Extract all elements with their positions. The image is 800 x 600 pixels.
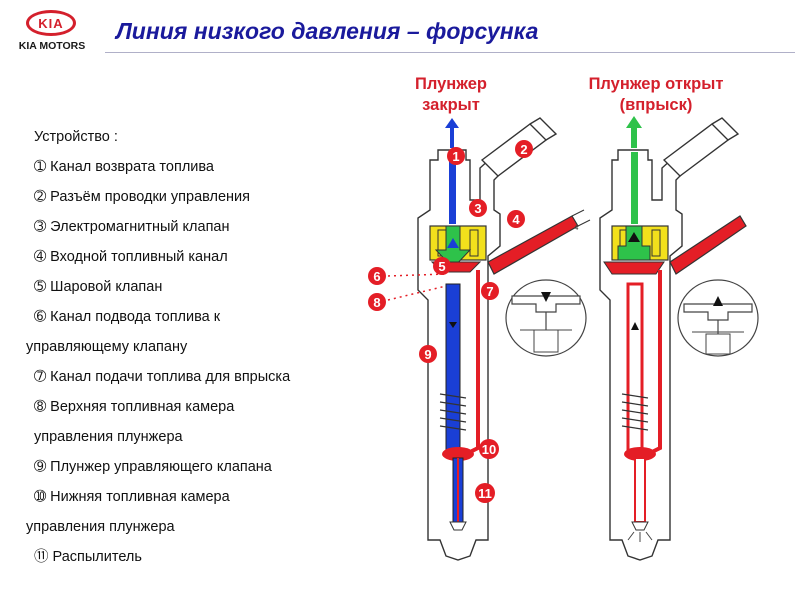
- legend-item: ➄ Шаровой клапан: [34, 279, 163, 295]
- legend-item: ➀ Канал возврата топлива: [34, 159, 214, 175]
- legend-item-continuation: управления плунжера: [34, 429, 183, 445]
- state-label-open: Плунжер открыт (впрыск): [568, 74, 744, 116]
- page-title: Линия низкого давления – форсунка: [116, 18, 539, 44]
- callout-10-label: 10: [482, 442, 496, 457]
- return-flow-arrow-up-green: [626, 116, 642, 148]
- injector-open: [599, 116, 747, 561]
- callout-3-label: 3: [474, 201, 481, 216]
- nozzle-needle: [634, 457, 646, 523]
- return-passage: [449, 152, 456, 224]
- spring: [439, 393, 467, 431]
- kia-emblem: KIA: [26, 10, 76, 36]
- nozzle-tip: [449, 521, 467, 531]
- state-label-closed-text: Плунжер закрыт: [414, 75, 487, 114]
- valve-detail-open: [677, 279, 759, 357]
- state-label-open-text: Плунжер открыт (впрыск): [588, 75, 724, 114]
- callout-5: 5: [433, 257, 451, 275]
- lower-chamber: [442, 447, 474, 461]
- legend-item: ➈ Плунжер управляющего клапана: [34, 459, 272, 475]
- kia-brand-name: KIA MOTORS: [18, 40, 86, 52]
- callout-7: 7: [481, 282, 499, 300]
- callout-2: 2: [515, 140, 533, 158]
- kia-logo: KIA KIA MOTORS: [6, 8, 98, 58]
- legend-item: ➆ Канал подачи топлива для впрыска: [34, 369, 291, 385]
- inlet-pipe: [669, 215, 747, 275]
- lower-chamber: [624, 447, 656, 461]
- legend-item: ➂ Электромагнитный клапан: [34, 219, 230, 235]
- callout-1: 1: [447, 147, 465, 165]
- high-pressure-channel: [651, 270, 662, 454]
- title-divider: [105, 52, 795, 53]
- nozzle-tip: [631, 521, 649, 531]
- kia-emblem-text: KIA: [38, 15, 64, 31]
- legend-item: ➉ Нижняя топливная камера: [34, 489, 230, 505]
- component-legend: Устройство : ➀ Канал возврата топлива ➁ …: [26, 122, 390, 572]
- legend-item: ➁ Разъём проводки управления: [34, 189, 251, 205]
- callout-10: 10: [479, 439, 499, 459]
- callout-1-label: 1: [452, 149, 459, 164]
- ball-valve-seat: [603, 261, 665, 275]
- callout-4: 4: [507, 210, 525, 228]
- callout-3: 3: [469, 199, 487, 217]
- spray-pattern: [627, 531, 653, 542]
- valve-armature: [617, 225, 651, 261]
- legend-item: ➅ Канал подвода топлива к: [34, 309, 221, 325]
- legend-item: ➃ Входной топливный канал: [34, 249, 228, 265]
- wiring-connector: [480, 123, 548, 177]
- high-pressure-channel: [469, 270, 480, 454]
- legend-item: ⑪ Распылитель: [34, 549, 142, 565]
- callout-4-label: 4: [512, 212, 520, 227]
- return-passage: [631, 152, 638, 224]
- callout-6-label: 6: [373, 269, 380, 284]
- callout-7-label: 7: [486, 284, 493, 299]
- callout-5-label: 5: [438, 259, 445, 274]
- return-flow-arrow-up: [445, 118, 459, 148]
- inlet-pipe: [487, 215, 579, 275]
- valve-detail-closed: [505, 279, 587, 357]
- wiring-connector: [662, 123, 730, 177]
- legend-item: ➇ Верхняя топливная камера: [34, 399, 235, 415]
- spring: [621, 393, 649, 431]
- callout-6: 6: [368, 267, 447, 285]
- callout-2-label: 2: [520, 142, 527, 157]
- legend-item-continuation: управления плунжера: [26, 519, 175, 535]
- state-label-closed: Плунжер закрыт: [396, 74, 506, 116]
- callout-11: 11: [475, 483, 495, 503]
- inlet-small-label: 4: [574, 223, 579, 232]
- callout-8-label: 8: [373, 295, 380, 310]
- callout-9: 9: [419, 345, 437, 363]
- legend-item-continuation: управляющему клапану: [26, 339, 188, 355]
- callout-11-label: 11: [478, 486, 492, 501]
- callout-8: 8: [368, 285, 447, 311]
- injector-body-outline: [599, 149, 695, 561]
- callout-9-label: 9: [424, 347, 431, 362]
- legend-heading: Устройство :: [34, 129, 118, 145]
